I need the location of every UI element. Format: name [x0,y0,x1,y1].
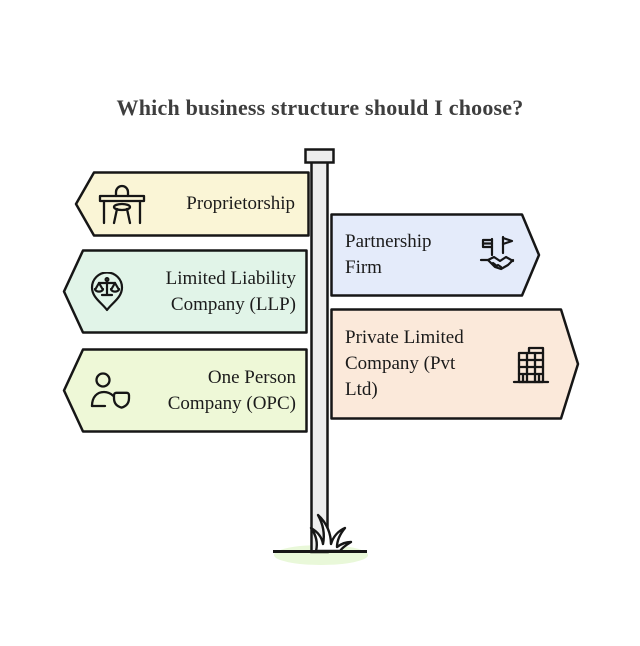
sign-label: Private Limited Company (Pvt Ltd) [345,327,464,400]
sign-shape [74,171,310,237]
grass-tuft [309,513,353,553]
page-title: Which business structure should I choose… [116,95,524,120]
desk-icon [96,183,148,225]
sign-label: Proprietorship [186,193,295,214]
sign-pvt-ltd: Private Limited Company (Pvt Ltd) [330,308,580,420]
sign-label: Partnership Firm [345,231,432,278]
sign-opc: One Person Company (OPC) [62,348,308,433]
sign-llp: Limited Liability Company (LLP) [62,249,308,334]
sign-shape [330,308,580,420]
sign-label: Limited Liability Company (LLP) [165,267,296,315]
building-icon [512,344,550,384]
pole [310,158,329,554]
handshake-flags-icon [479,235,515,275]
sign-proprietorship: Proprietorship [74,171,310,237]
sign-partnership-firm: Partnership Firm [330,213,541,297]
sign-shape [330,213,541,297]
sign-shape [62,249,308,334]
person-shield-icon [88,371,132,411]
pole-cap [304,148,335,164]
sign-shape [62,348,308,433]
scales-pin-icon [89,271,125,312]
sign-label: One Person Company (OPC) [167,366,296,414]
